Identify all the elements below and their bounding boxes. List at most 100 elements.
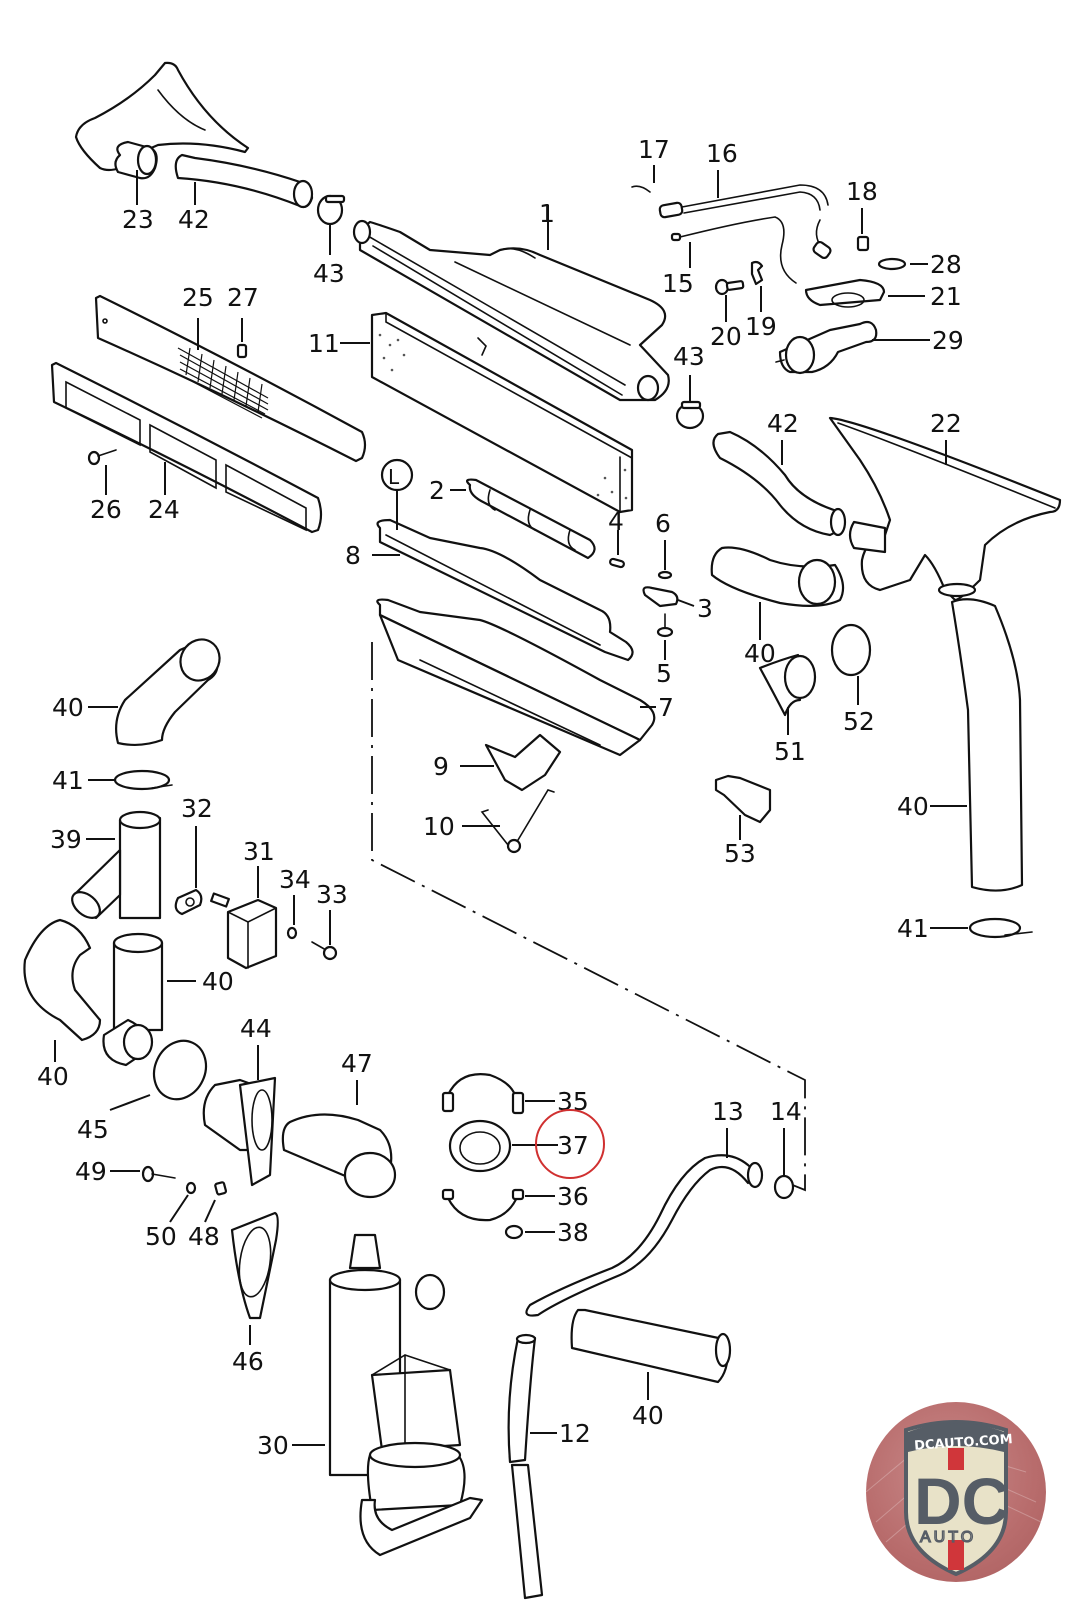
part-43-clamp-top (316, 194, 346, 226)
callout-40-elbow-left: 40 (52, 693, 84, 722)
part-11-foam-seal (370, 311, 634, 514)
callout-23: 23 (122, 205, 154, 234)
callout-44: 44 (240, 1014, 272, 1043)
callout-6: 6 (655, 509, 671, 538)
part-41-clamp-left (113, 769, 173, 791)
part-23-air-funnel-left (74, 61, 250, 180)
part-40-hose-tall-right (950, 598, 1024, 892)
part-26-screw (87, 449, 117, 466)
callout-47: 47 (341, 1049, 373, 1078)
callout-38: 38 (557, 1218, 589, 1247)
callout-28: 28 (930, 250, 962, 279)
callout-13: 13 (712, 1097, 744, 1126)
callout-20: 20 (710, 322, 742, 351)
part-40-hose-right-mid (710, 546, 845, 607)
callout-4: 4 (608, 507, 624, 536)
callout-22: 22 (930, 409, 962, 438)
part-37-rubber-ring (448, 1119, 512, 1173)
callout-52: 52 (843, 707, 875, 736)
highlight-circle-37 (535, 1109, 605, 1179)
part-13-hose (525, 1154, 764, 1317)
logo-red-stripe-top (948, 1448, 964, 1470)
part-3-bracket (642, 586, 679, 608)
part-40-hose-bottom (570, 1308, 732, 1384)
part-46-gasket (230, 1211, 279, 1320)
callout-16: 16 (706, 139, 738, 168)
part-29-valve (775, 320, 878, 375)
callout-17: 17 (638, 135, 670, 164)
part-19-clip (750, 260, 764, 286)
part-40-elbow-left (115, 638, 221, 747)
callout-42-top-left: 42 (178, 205, 210, 234)
logo-dc-text: DC (914, 1464, 1009, 1538)
part-50-washer (185, 1181, 197, 1195)
part-8-gasket (376, 518, 634, 662)
part-40-straight-left (102, 932, 164, 1067)
callout-14: 14 (770, 1097, 802, 1126)
part-4-pin (609, 557, 625, 569)
callout-29: 29 (932, 326, 964, 355)
callout-33: 33 (316, 880, 348, 909)
callout-3: 3 (697, 594, 713, 623)
part-36-clamp-half (441, 1188, 525, 1222)
callout-7: 7 (658, 693, 674, 722)
part-41-clamp-right (968, 917, 1033, 939)
callout-41-left: 41 (52, 766, 84, 795)
part-21-lever (804, 278, 886, 308)
part-30-heater-unit (328, 1233, 484, 1557)
part-18-clip (856, 235, 870, 252)
callout-34: 34 (279, 865, 311, 894)
part-49-screw (141, 1165, 176, 1183)
part-28-washer (877, 257, 907, 271)
callout-21: 21 (930, 282, 962, 311)
callout-48: 48 (188, 1222, 220, 1251)
part-44-flange (202, 1076, 277, 1187)
callout-50: 50 (145, 1222, 177, 1251)
logo-auto-text: AUTO (920, 1529, 976, 1546)
part-39-y-pipe (71, 810, 162, 920)
part-24-trim-frame (50, 361, 323, 534)
part-20-screw (714, 278, 745, 296)
callout-39: 39 (50, 825, 82, 854)
part-12-tube (507, 1333, 544, 1600)
part-51-elbow (758, 653, 817, 717)
callout-40-bottom: 40 (632, 1401, 664, 1430)
part-53-bracket (714, 774, 772, 824)
part-52-clamp (830, 623, 872, 677)
part-10-spring-clip (480, 789, 555, 854)
callout-40-tall-right: 40 (897, 792, 929, 821)
part-42-hose-right (712, 430, 847, 537)
part-38-nut (504, 1224, 524, 1240)
callout-46: 46 (232, 1347, 264, 1376)
part-7-tray (376, 598, 656, 757)
part-14-clamp-small (773, 1174, 795, 1200)
part-5-bolt (656, 613, 674, 638)
part-2-guide (465, 478, 596, 560)
callout-41-right: 41 (897, 914, 929, 943)
part-34-washer (286, 926, 298, 940)
part-33-screw (311, 941, 338, 961)
callout-49: 49 (75, 1157, 107, 1186)
part-32-gasket (174, 888, 203, 916)
part-42-hose-top-left (174, 153, 314, 209)
callout-43-top: 43 (313, 259, 345, 288)
callout-5: 5 (656, 659, 672, 688)
callout-42-right: 42 (767, 409, 799, 438)
part-35-clamp-half-with-bolts (441, 1073, 525, 1115)
callout-36: 36 (557, 1182, 589, 1211)
part-6-washer (657, 570, 673, 580)
part-47-elbow (281, 1113, 397, 1199)
callout-26: 26 (90, 495, 122, 524)
assembly-boundary (371, 642, 806, 1192)
callout-1: 1 (539, 199, 555, 228)
callout-11: 11 (308, 329, 340, 358)
note-symbol-text: L (388, 465, 400, 489)
callout-51: 51 (774, 737, 806, 766)
callout-27: 27 (227, 283, 259, 312)
callout-8: 8 (345, 541, 361, 570)
part-1-heater-box (352, 219, 670, 402)
callout-25: 25 (182, 283, 214, 312)
logo-url-banner (908, 1423, 1004, 1452)
callout-37: 37 (557, 1131, 589, 1160)
